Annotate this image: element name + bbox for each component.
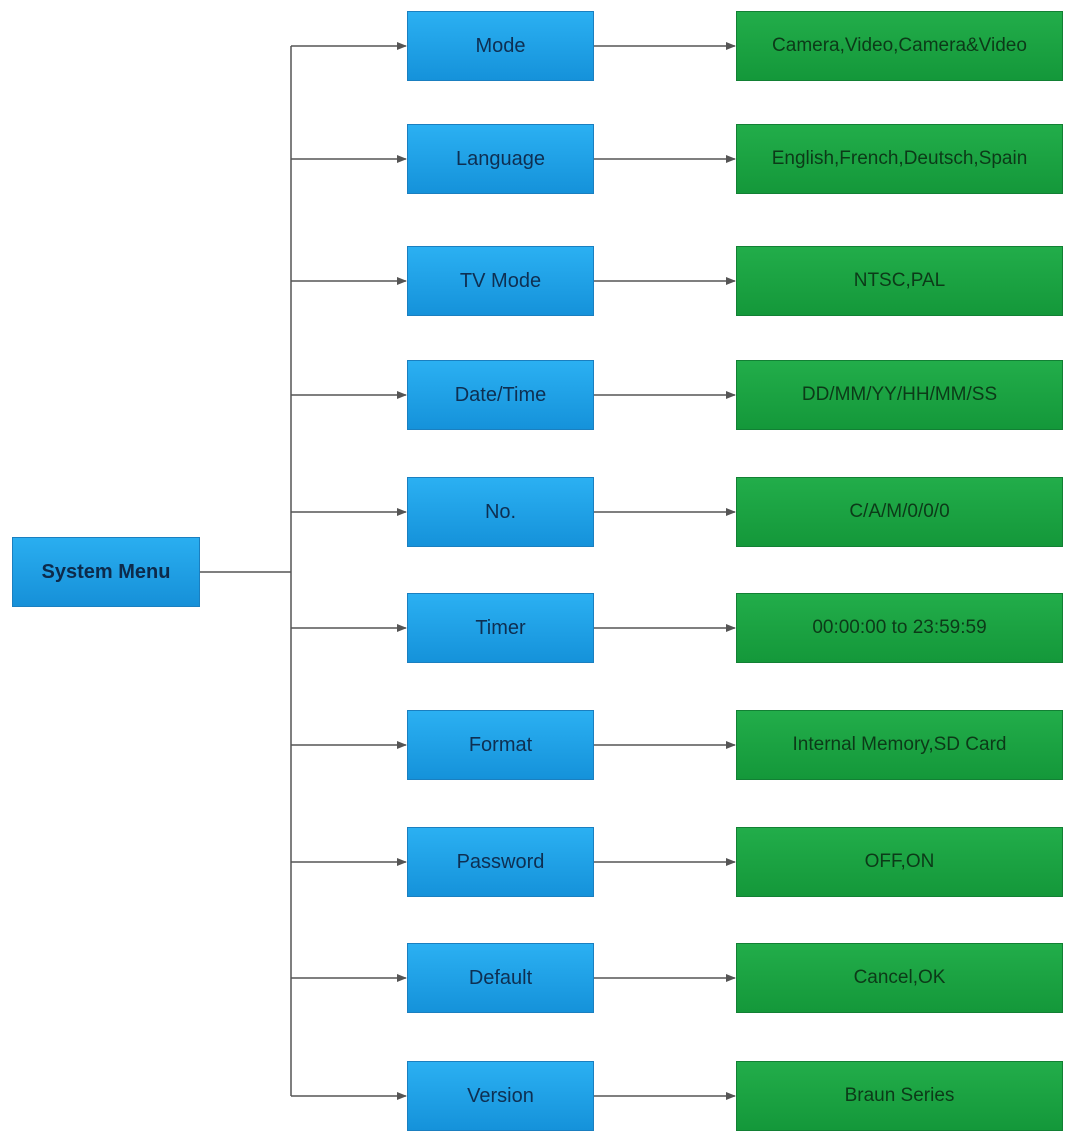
option-values-label: Braun Series — [844, 1085, 955, 1106]
option-values-label: DD/MM/YY/HH/MM/SS — [801, 384, 998, 405]
option-values-label: Cancel,OK — [853, 967, 946, 988]
option-values-label: English,French,Deutsch,Spain — [771, 148, 1028, 169]
option-values-label: OFF,ON — [864, 851, 935, 872]
menu-item-label: Format — [468, 733, 533, 756]
option-values-label: NTSC,PAL — [853, 270, 946, 291]
option-values-box: Internal Memory,SD Card — [736, 710, 1063, 780]
menu-item-label: Default — [468, 966, 533, 989]
menu-item-label: Date/Time — [454, 383, 547, 406]
option-values-box: Cancel,OK — [736, 943, 1063, 1013]
option-values-box: OFF,ON — [736, 827, 1063, 897]
option-values-label: Camera,Video,Camera&Video — [772, 35, 1027, 56]
menu-item-box: Version — [407, 1061, 594, 1131]
menu-item-label: Version — [467, 1084, 534, 1107]
menu-item-label: Password — [456, 850, 545, 873]
option-values-box: DD/MM/YY/HH/MM/SS — [736, 360, 1063, 430]
menu-item-label: No. — [484, 500, 517, 523]
option-values-box: Braun Series — [736, 1061, 1063, 1131]
option-values-box: 00:00:00 to 23:59:59 — [736, 593, 1063, 663]
option-values-box: NTSC,PAL — [736, 246, 1063, 316]
option-values-box: C/A/M/0/0/0 — [736, 477, 1063, 547]
menu-item-box: Password — [407, 827, 594, 897]
menu-item-box: Format — [407, 710, 594, 780]
option-values-label: C/A/M/0/0/0 — [849, 501, 950, 522]
menu-item-label: Timer — [475, 616, 526, 639]
option-values-label: Internal Memory,SD Card — [792, 734, 1007, 755]
menu-item-label: Mode — [475, 34, 526, 57]
menu-item-box: Mode — [407, 11, 594, 81]
menu-item-label: TV Mode — [459, 269, 542, 292]
system-menu-label: System Menu — [41, 560, 171, 583]
menu-item-label: Language — [456, 147, 545, 170]
option-values-box: English,French,Deutsch,Spain — [736, 124, 1063, 194]
menu-item-box: No. — [407, 477, 594, 547]
menu-item-box: Language — [407, 124, 594, 194]
option-values-label: 00:00:00 to 23:59:59 — [812, 617, 987, 638]
system-menu-box: System Menu — [12, 537, 200, 607]
menu-item-box: Default — [407, 943, 594, 1013]
menu-item-box: Date/Time — [407, 360, 594, 430]
menu-item-box: TV Mode — [407, 246, 594, 316]
option-values-box: Camera,Video,Camera&Video — [736, 11, 1063, 81]
menu-item-box: Timer — [407, 593, 594, 663]
